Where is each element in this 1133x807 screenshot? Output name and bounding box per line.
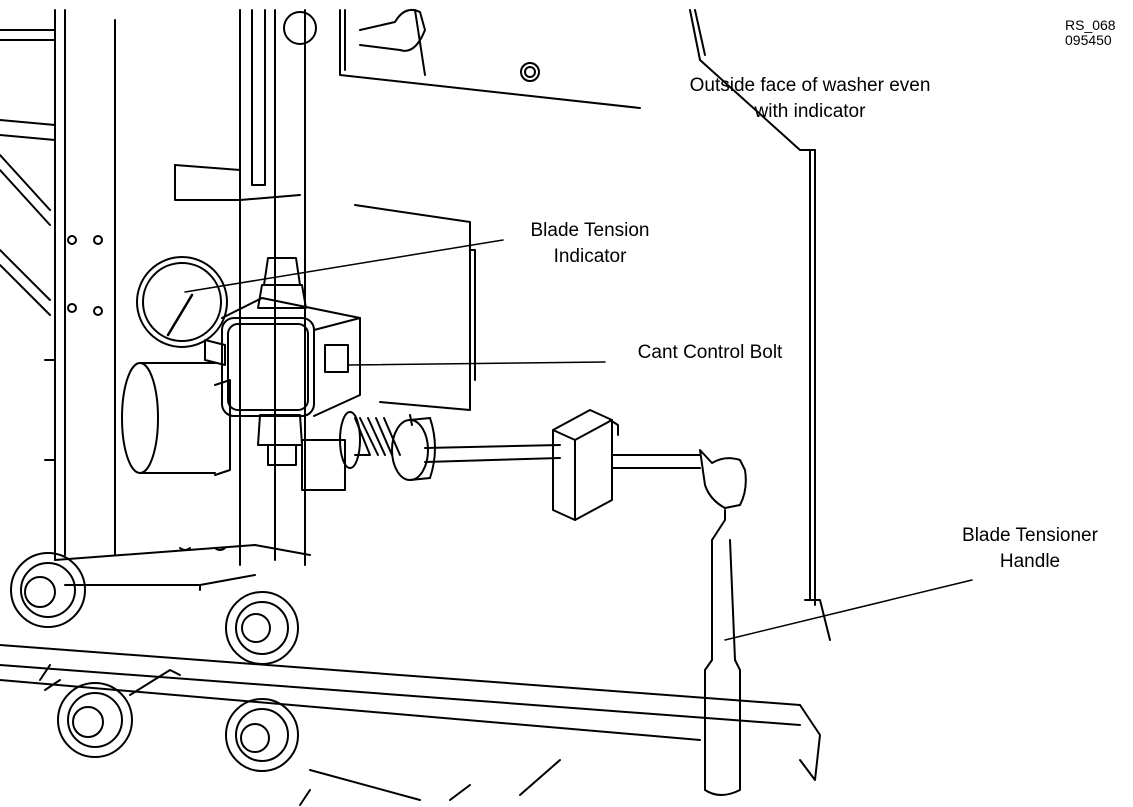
gauge: [136, 256, 228, 366]
bottom-bar: [0, 644, 821, 806]
callout-washer-line-2: with indicator: [754, 101, 866, 122]
callout-cant-control-bolt: Cant Control Bolt: [600, 340, 820, 366]
callout-blade-tensioner-handle: Blade Tensioner Handle: [940, 523, 1120, 575]
leader-handle: [724, 579, 973, 641]
back-panel: [339, 9, 831, 641]
callout-indicator-line-2: Indicator: [553, 246, 627, 267]
leader-indicator: [184, 239, 504, 293]
callout-handle-line-1: Blade Tensioner: [962, 525, 1098, 546]
reference-number: RS_068 095450: [1065, 18, 1116, 48]
shaft-nut-block: [552, 409, 701, 521]
callout-washer-line-1: Outside face of washer even: [689, 75, 931, 96]
leader-cant: [347, 361, 606, 366]
vertical-column: [54, 9, 540, 566]
leader-lines: [184, 239, 973, 641]
left-frame: [0, 29, 56, 461]
tension-block: [221, 257, 361, 417]
callout-indicator-line-1: Blade Tension: [530, 220, 650, 241]
handle: [699, 449, 747, 796]
callout-cant-line-1: Cant Control Bolt: [637, 342, 783, 363]
reference-line-1: RS_068: [1065, 17, 1116, 33]
reference-line-2: 095450: [1065, 32, 1112, 48]
callout-blade-tension-indicator: Blade Tension Indicator: [490, 218, 690, 270]
callout-handle-line-2: Handle: [999, 551, 1061, 572]
mounting-plate: [354, 204, 476, 411]
rollers: [10, 552, 299, 772]
callout-washer: Outside face of washer even with indicat…: [640, 73, 980, 125]
base-plate: [54, 544, 311, 591]
spring-shaft: [301, 411, 561, 491]
